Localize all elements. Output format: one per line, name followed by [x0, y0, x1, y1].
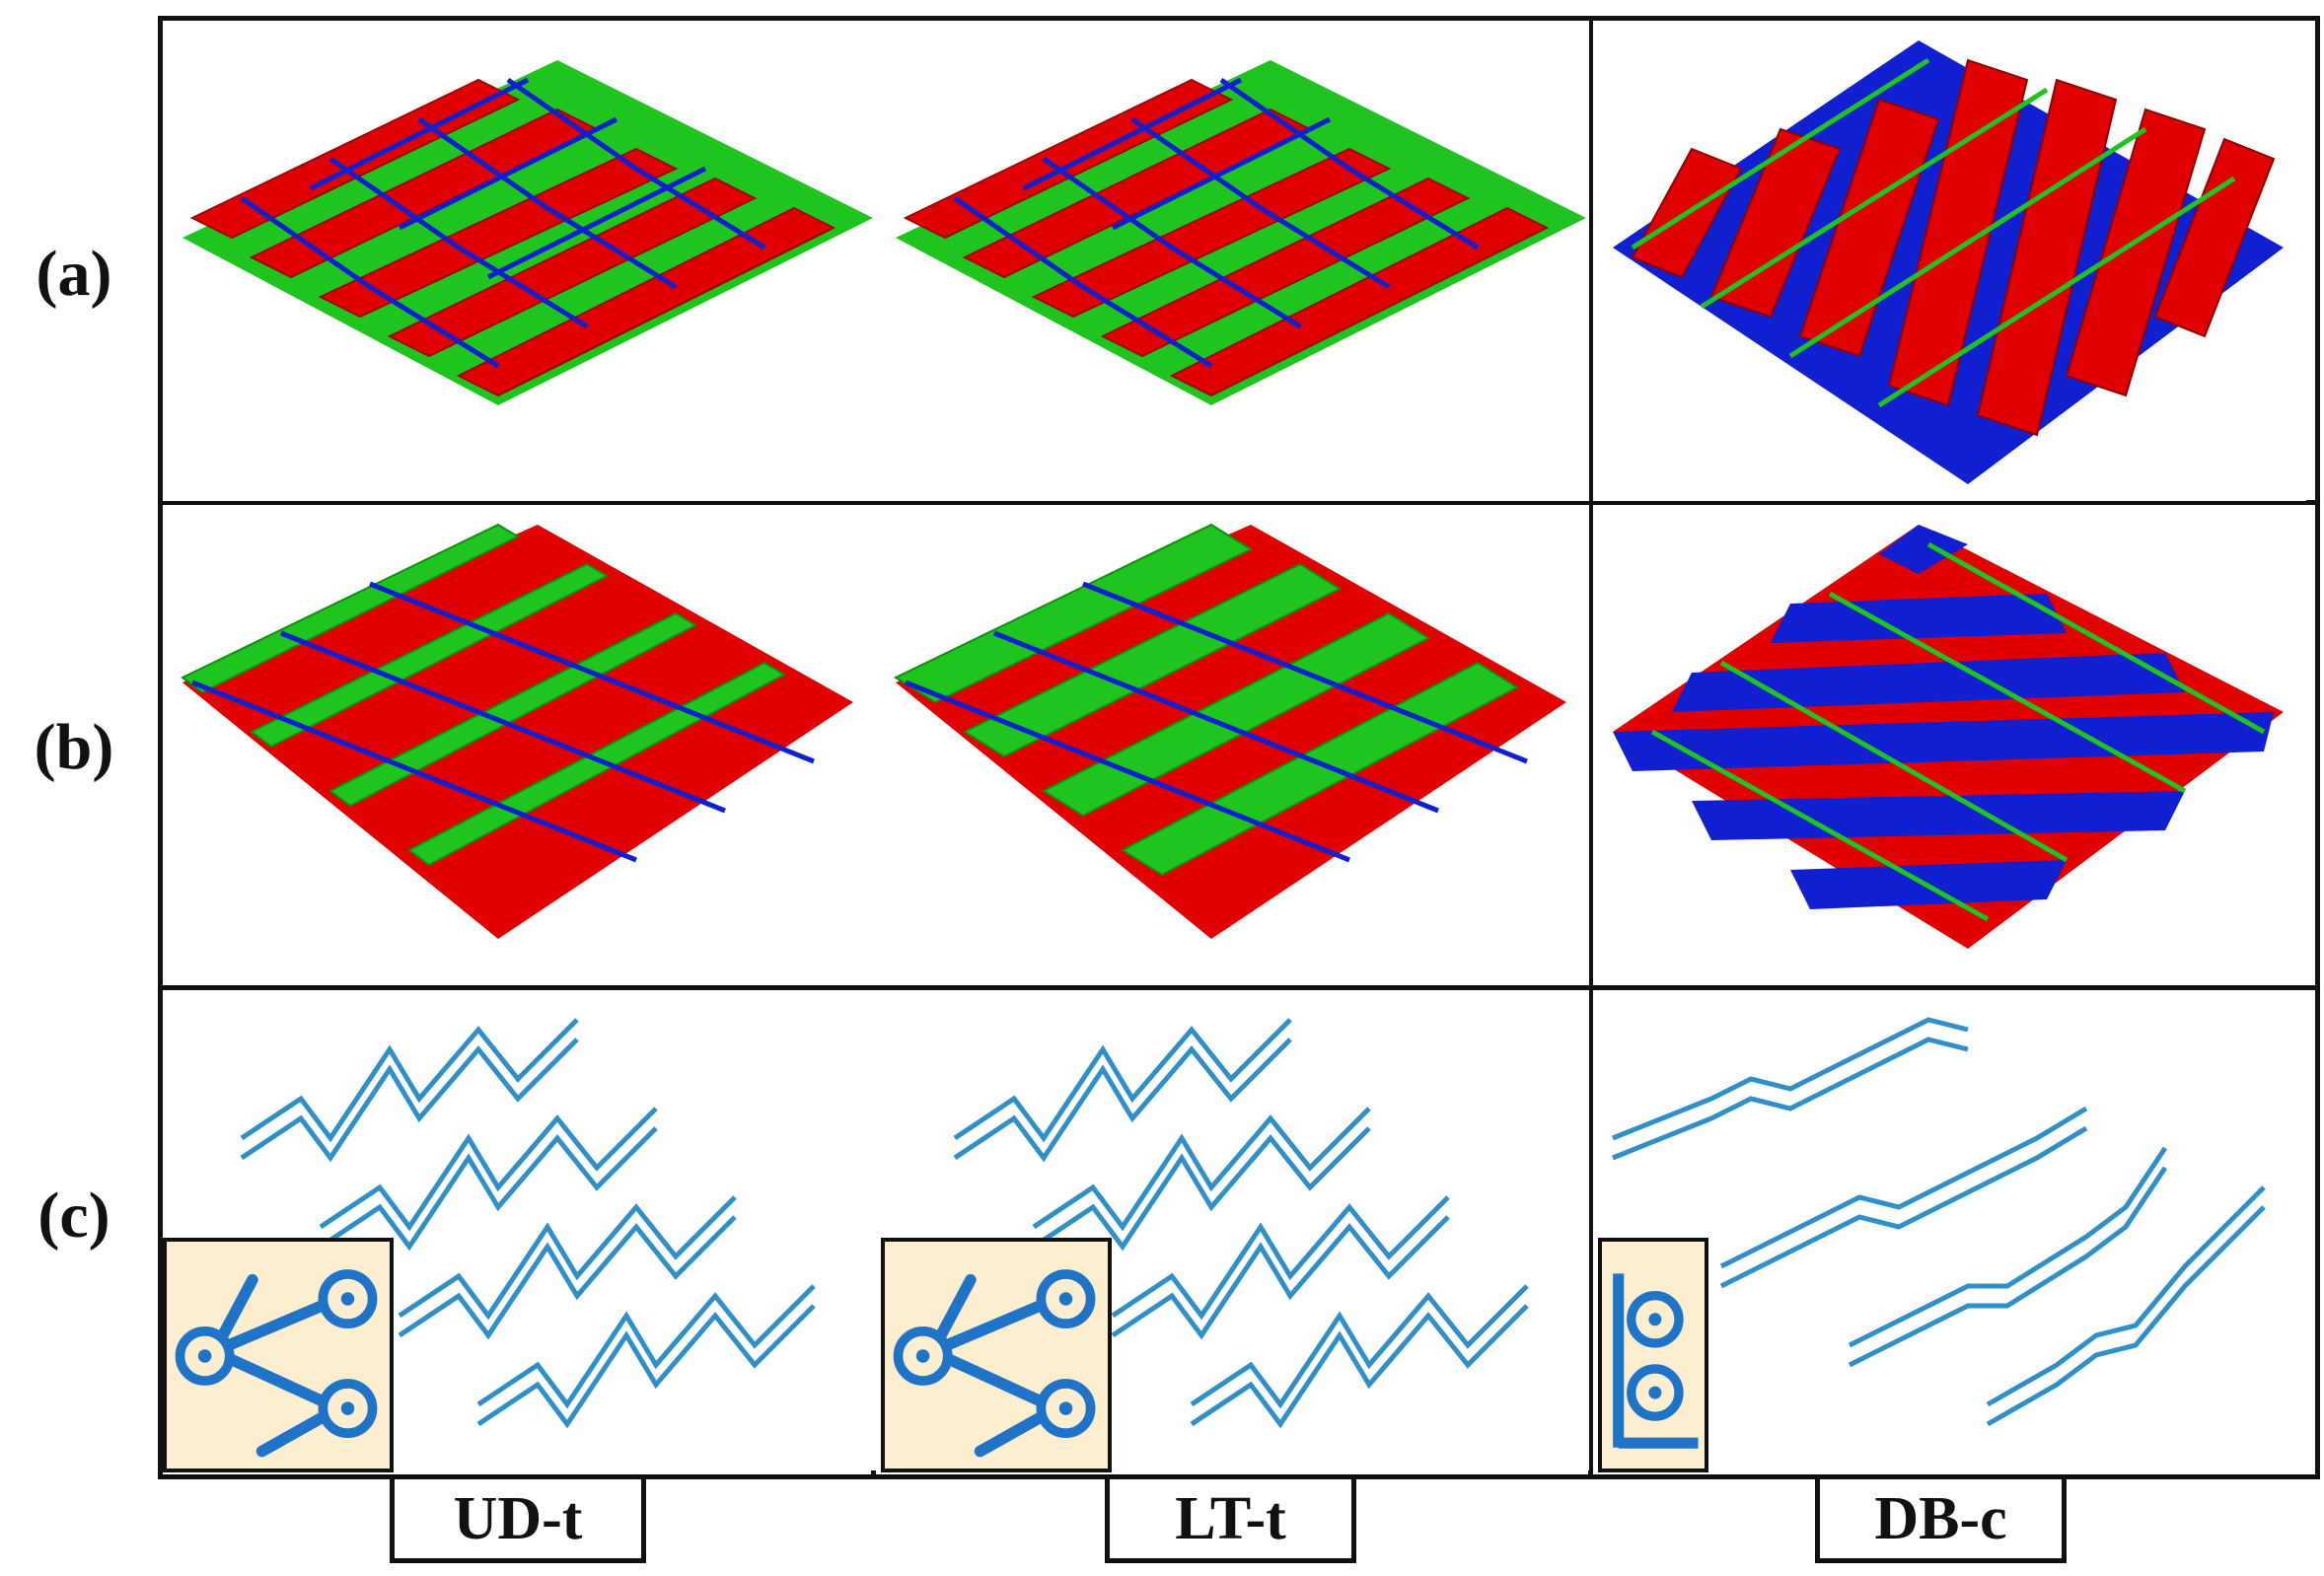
panel-a-ud-t: [163, 21, 876, 501]
panel-b-db-c: [1593, 505, 2306, 985]
panel-b-lt-t: [876, 505, 1589, 985]
panel-a-lt-t: [876, 21, 1589, 501]
row-label-c: (c): [37, 1180, 110, 1252]
figure-grid: [158, 16, 2320, 1479]
woven-model-a-db-c: [1613, 40, 2284, 484]
inset-lt-t: [881, 1238, 1112, 1472]
stacked-loop-binder-symbol-icon: [1613, 1273, 1699, 1449]
panel-c-db-c: [1593, 990, 2306, 1470]
woven-model-b-lt-t: [893, 523, 1566, 939]
woven-model-a-ud-t: [182, 60, 873, 405]
binder-path-c-lt-t: [953, 1018, 1529, 1429]
row-label-b: (b): [34, 711, 114, 783]
binder-path-c-ud-t: [240, 1018, 816, 1429]
zigzag-binder-symbol-icon: [893, 1269, 1096, 1458]
woven-model-b-db-c: [1613, 525, 2284, 949]
woven-model-b-ud-t: [181, 523, 853, 939]
zigzag-binder-symbol-icon: [175, 1269, 378, 1458]
grid-divider-v2: [1588, 21, 1593, 1474]
inset-ud-t: [163, 1238, 394, 1472]
column-code-lt-t: LT-t: [1105, 1474, 1356, 1563]
column-code-ud-t: UD-t: [390, 1474, 646, 1563]
binder-path-c-db-c: [1612, 1017, 2266, 1427]
grid-divider-h2: [163, 985, 2315, 990]
grid-divider-h1: [163, 500, 2315, 505]
panel-a-db-c: [1593, 21, 2306, 501]
column-code-db-c: DB-c: [1815, 1474, 2067, 1563]
woven-model-a-lt-t: [896, 60, 1586, 405]
panel-b-ud-t: [163, 505, 876, 985]
row-label-a: (a): [36, 238, 112, 310]
inset-db-c: [1598, 1238, 1708, 1472]
